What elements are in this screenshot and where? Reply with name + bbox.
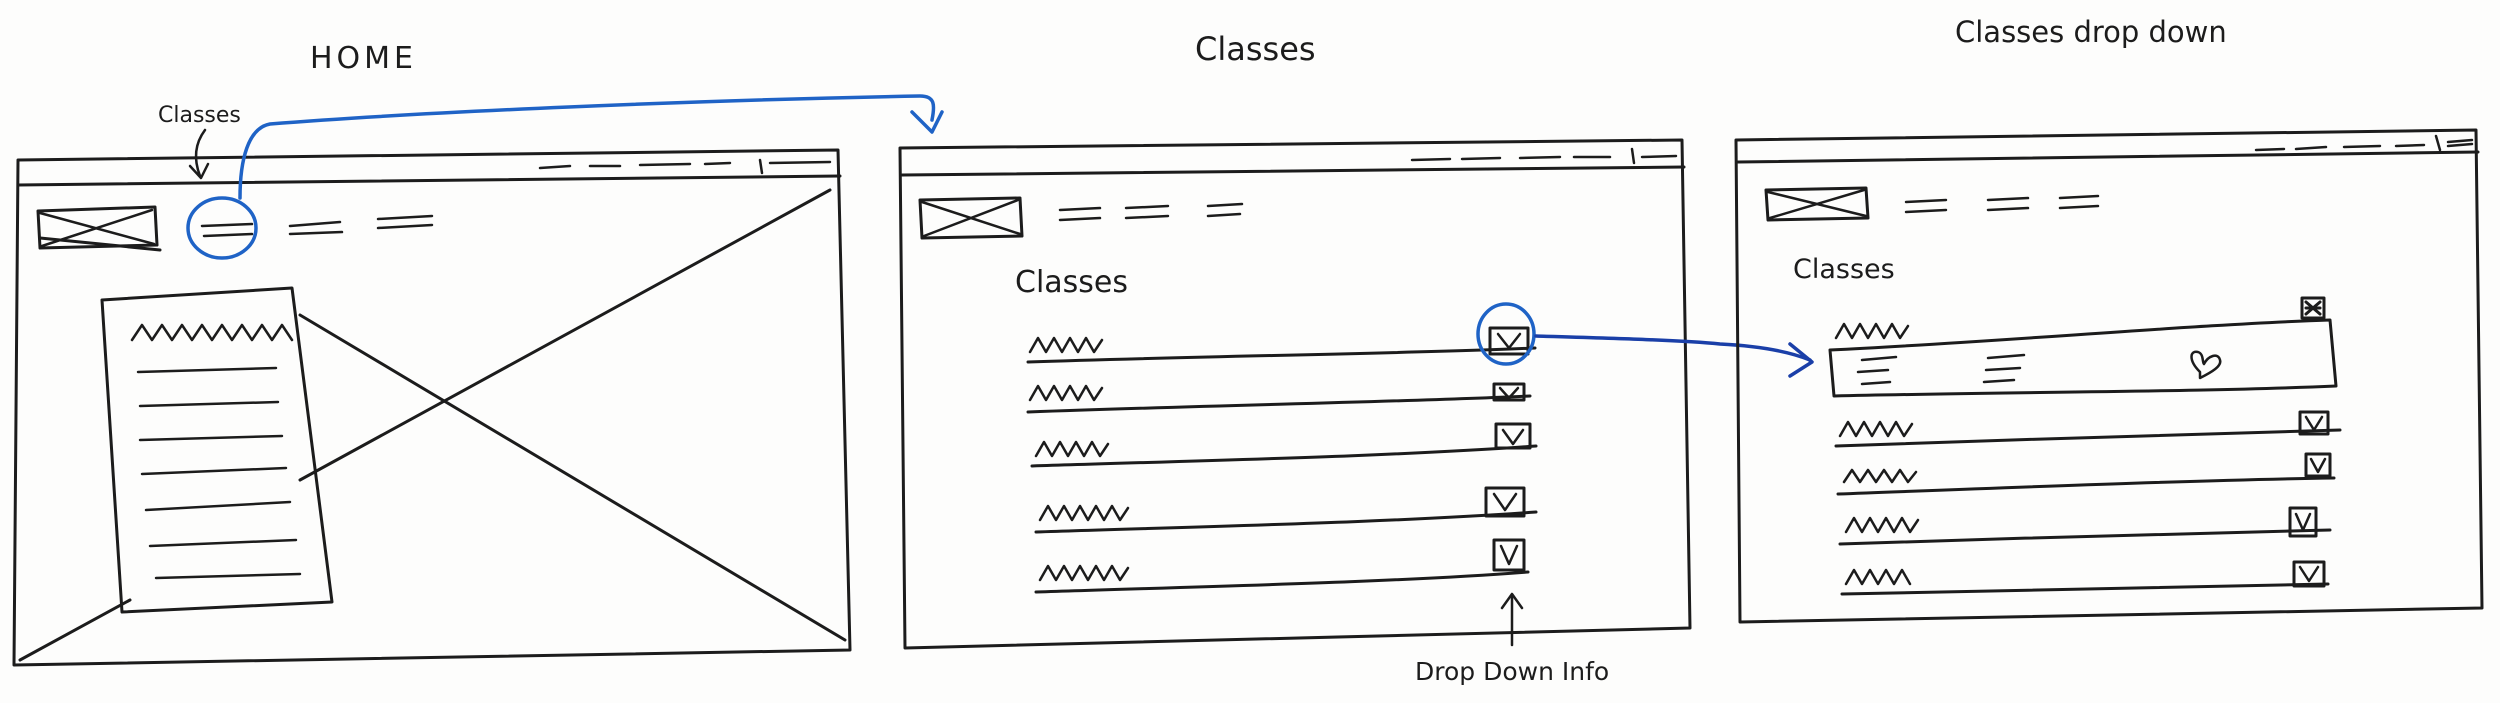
nav-menu[interactable] [1058, 202, 1244, 222]
chevron-down-box-icon[interactable] [2292, 560, 2326, 588]
image-placeholder-icon [918, 196, 1024, 240]
drop-down-info-label: Drop Down Info [1415, 657, 1609, 686]
menu-lines-icon [1856, 353, 2026, 386]
chevron-down-box-icon[interactable] [1488, 326, 1530, 356]
home-side-panel [100, 286, 334, 614]
chevron-down-box-icon[interactable] [1484, 486, 1526, 518]
classes-screen: Classes [898, 138, 1814, 686]
chevron-down-box-icon[interactable] [2304, 452, 2332, 478]
chevron-down-box-icon[interactable] [2288, 506, 2318, 538]
title-classes-drop-down: Classes drop down [1955, 15, 2227, 49]
chevron-down-box-icon[interactable] [1492, 538, 1526, 572]
heart-icon[interactable] [2190, 350, 2222, 380]
class-row[interactable] [1034, 538, 1530, 594]
title-home: HOME [310, 41, 417, 76]
nav-menu[interactable] [200, 214, 434, 238]
class-row[interactable] [1030, 422, 1538, 468]
expanded-class-row[interactable] [1828, 296, 2338, 398]
title-classes: Classes [1195, 30, 1316, 68]
nav-menu[interactable] [1904, 194, 2100, 214]
hero-image-placeholder [18, 188, 847, 662]
classes-heading: Classes [1015, 265, 1128, 300]
classes-callout-label: Classes [158, 103, 241, 128]
highlight-circle [186, 196, 258, 260]
class-row[interactable] [1034, 486, 1538, 534]
image-placeholder-icon [1764, 186, 1870, 222]
class-row[interactable] [1838, 506, 2332, 546]
class-row[interactable] [1834, 410, 2342, 448]
image-placeholder-icon [36, 205, 159, 250]
close-box-icon[interactable] [2300, 296, 2326, 320]
chevron-down-box-icon[interactable] [1494, 422, 1532, 450]
class-row[interactable] [1026, 302, 1537, 366]
class-row[interactable] [1840, 560, 2330, 596]
chevron-down-box-icon[interactable] [2298, 410, 2330, 436]
home-screen: Classes [12, 94, 944, 667]
class-row[interactable] [1026, 382, 1532, 414]
class-row[interactable] [1836, 452, 2336, 496]
chevron-down-box-icon[interactable] [1492, 382, 1526, 402]
classes-heading: Classes [1793, 254, 1895, 285]
dropdown-screen: Classes [1734, 128, 2484, 624]
